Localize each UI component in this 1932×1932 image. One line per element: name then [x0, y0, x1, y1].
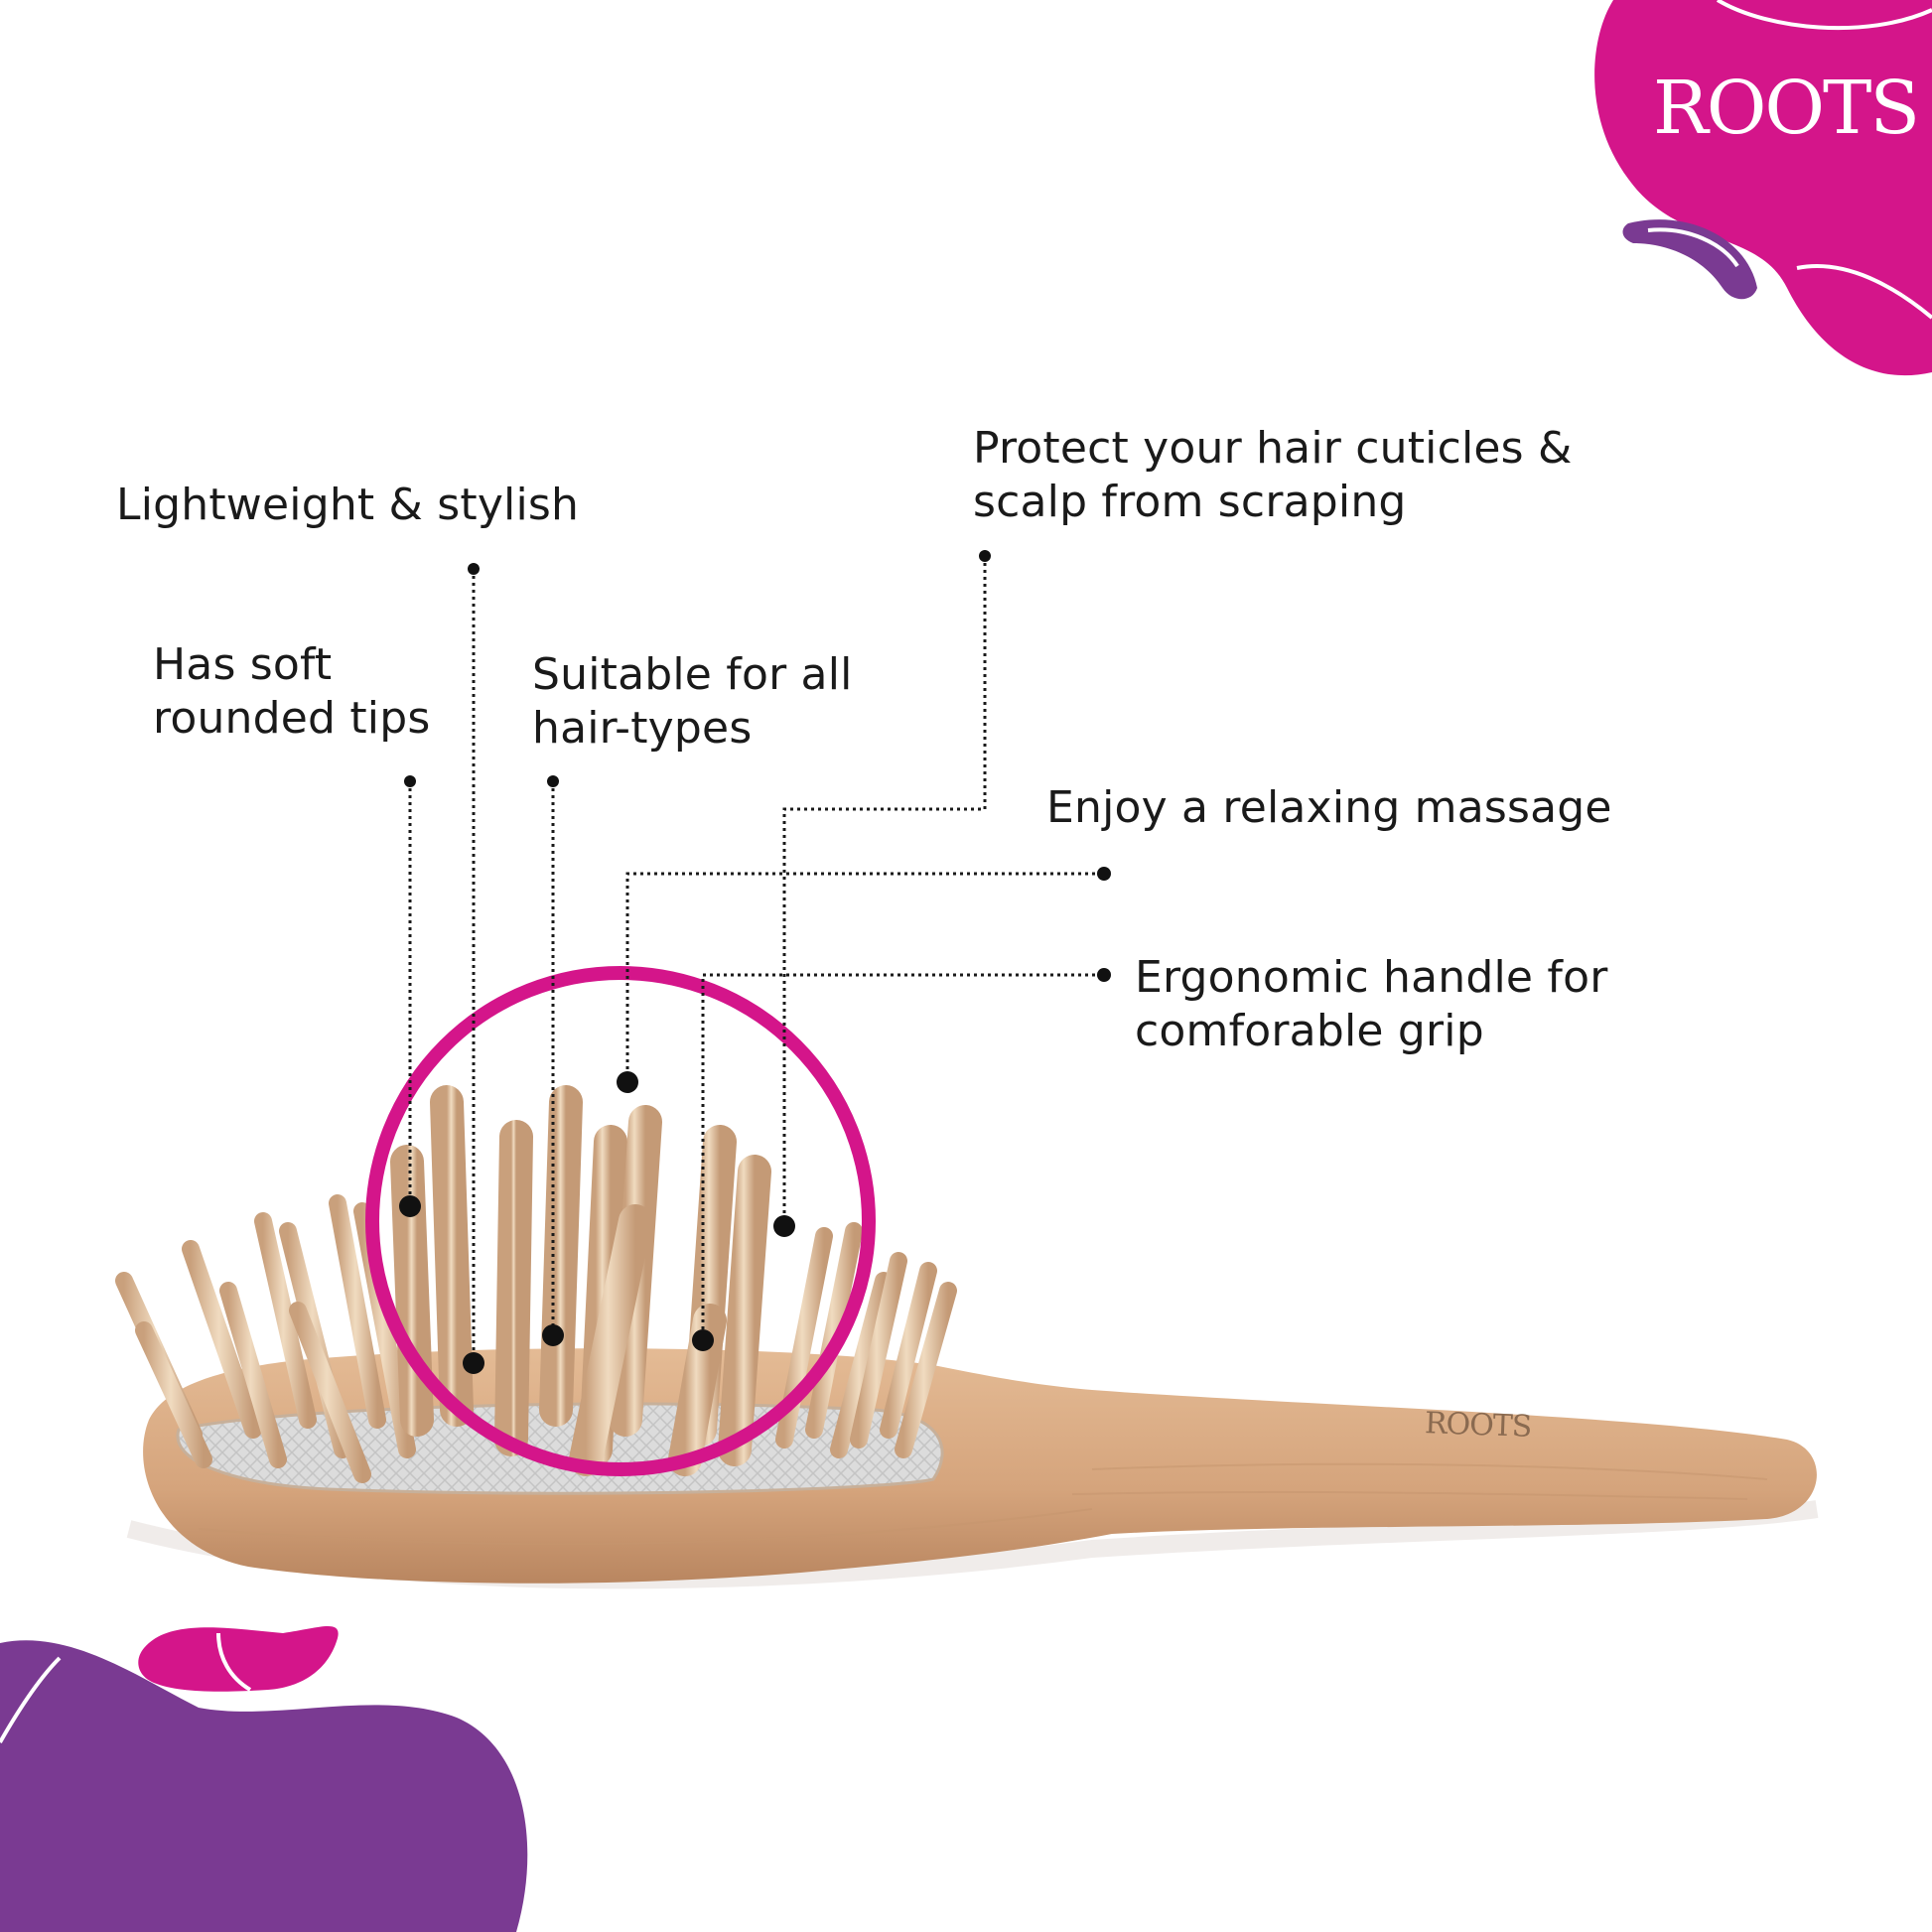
- decor-blob-top-right: [1594, 0, 1932, 376]
- dot-ergonomic-end: [692, 1329, 714, 1351]
- brand-logo: ROOTS: [1653, 66, 1920, 151]
- feature-all-hair: Suitable for all hair-types: [532, 648, 853, 756]
- callout-dots: [399, 550, 1111, 1374]
- feature-line: Protect your hair cuticles &: [973, 423, 1573, 474]
- dot-all-hair-top: [547, 775, 559, 787]
- dot-protect-end: [773, 1215, 795, 1237]
- feature-line: hair-types: [532, 703, 753, 754]
- feature-line: Enjoy a relaxing massage: [1046, 782, 1612, 833]
- feature-line: Suitable for all: [532, 649, 853, 700]
- dot-soft-tips-end: [399, 1195, 421, 1217]
- handle-engraving: ROOTS: [1424, 1406, 1532, 1445]
- dot-massage-right: [1097, 867, 1111, 881]
- feature-line: Has soft: [153, 639, 333, 690]
- feature-ergonomic: Ergonomic handle for comforable grip: [1135, 951, 1607, 1058]
- bristles: [115, 1085, 957, 1483]
- hairbrush: [126, 1348, 1819, 1589]
- dot-protect-top: [979, 550, 991, 562]
- leader-ergonomic: [701, 973, 1102, 1340]
- leader-massage: [625, 872, 1102, 1082]
- feature-line: rounded tips: [153, 693, 431, 744]
- leader-protect: [782, 556, 987, 1224]
- feature-line: comforable grip: [1135, 1006, 1484, 1056]
- dot-soft-tips-top: [404, 775, 416, 787]
- dot-lightweight-top: [468, 563, 480, 575]
- dot-massage-end: [617, 1071, 638, 1093]
- feature-line: scalp from scraping: [973, 477, 1407, 527]
- feature-massage: Enjoy a relaxing massage: [1046, 781, 1612, 835]
- dot-lightweight-end: [463, 1352, 484, 1374]
- feature-protect: Protect your hair cuticles & scalp from …: [973, 422, 1573, 529]
- feature-lightweight: Lightweight & stylish: [116, 479, 579, 532]
- dot-ergonomic-right: [1097, 968, 1111, 982]
- decor-blob-bottom-left: [0, 1626, 528, 1932]
- highlight-ring: [365, 966, 876, 1476]
- feature-line: Lightweight & stylish: [116, 480, 580, 530]
- dot-all-hair-end: [542, 1324, 564, 1346]
- callout-lines: [408, 556, 1102, 1363]
- feature-soft-tips: Has soft rounded tips: [153, 638, 430, 746]
- feature-line: Ergonomic handle for: [1135, 952, 1608, 1003]
